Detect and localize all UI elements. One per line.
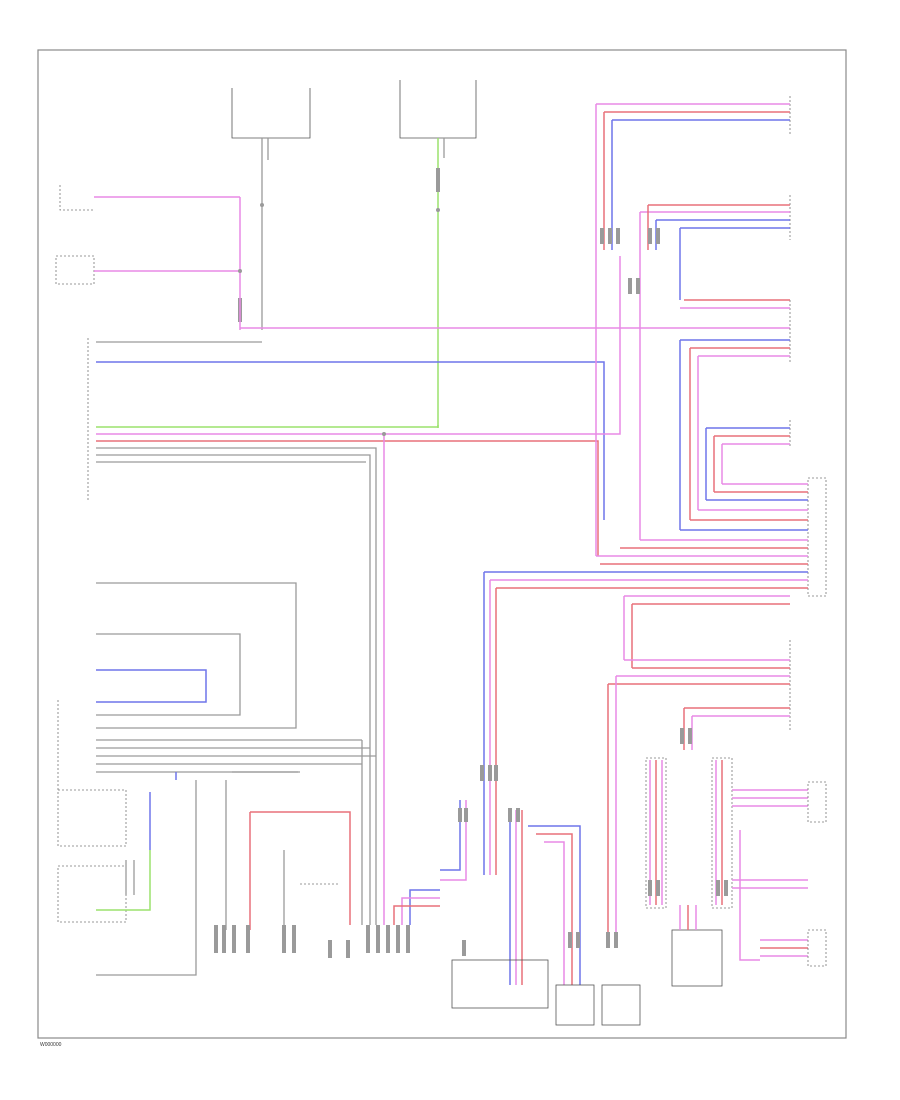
right-sensor-4 [705,420,791,500]
bus-wire-gray-1 [96,447,377,925]
lower-left-sensors [57,772,197,976]
lower-left-block [57,582,376,925]
top-fuse-block-right [399,80,477,428]
middle-bottom-joint [393,800,549,1009]
connector-pins [458,228,728,956]
bus-wire-blue [96,361,605,520]
lower-connectors [214,771,410,958]
footer-code: W000000 [40,1042,62,1048]
left-component-2 [55,255,242,285]
left-component-1 [59,185,241,330]
right-connector-mid [607,595,791,940]
bus-wire-green [96,425,439,428]
diagram-frame [37,49,847,1039]
right-sensor-top [595,96,791,556]
right-joint-connector [483,477,827,875]
tall-module-left [528,825,595,1026]
bus-wire-red-mid [96,440,599,556]
right-sensor-2 [639,195,791,540]
bus-wire-gray-2 [96,454,371,925]
top-fuse-block-left [231,88,311,330]
right-sensor-3 [679,299,791,530]
bus-wire-pink-mid [96,256,621,435]
connector-pair-bottom-right [645,757,827,987]
tall-module-right [601,984,641,1026]
